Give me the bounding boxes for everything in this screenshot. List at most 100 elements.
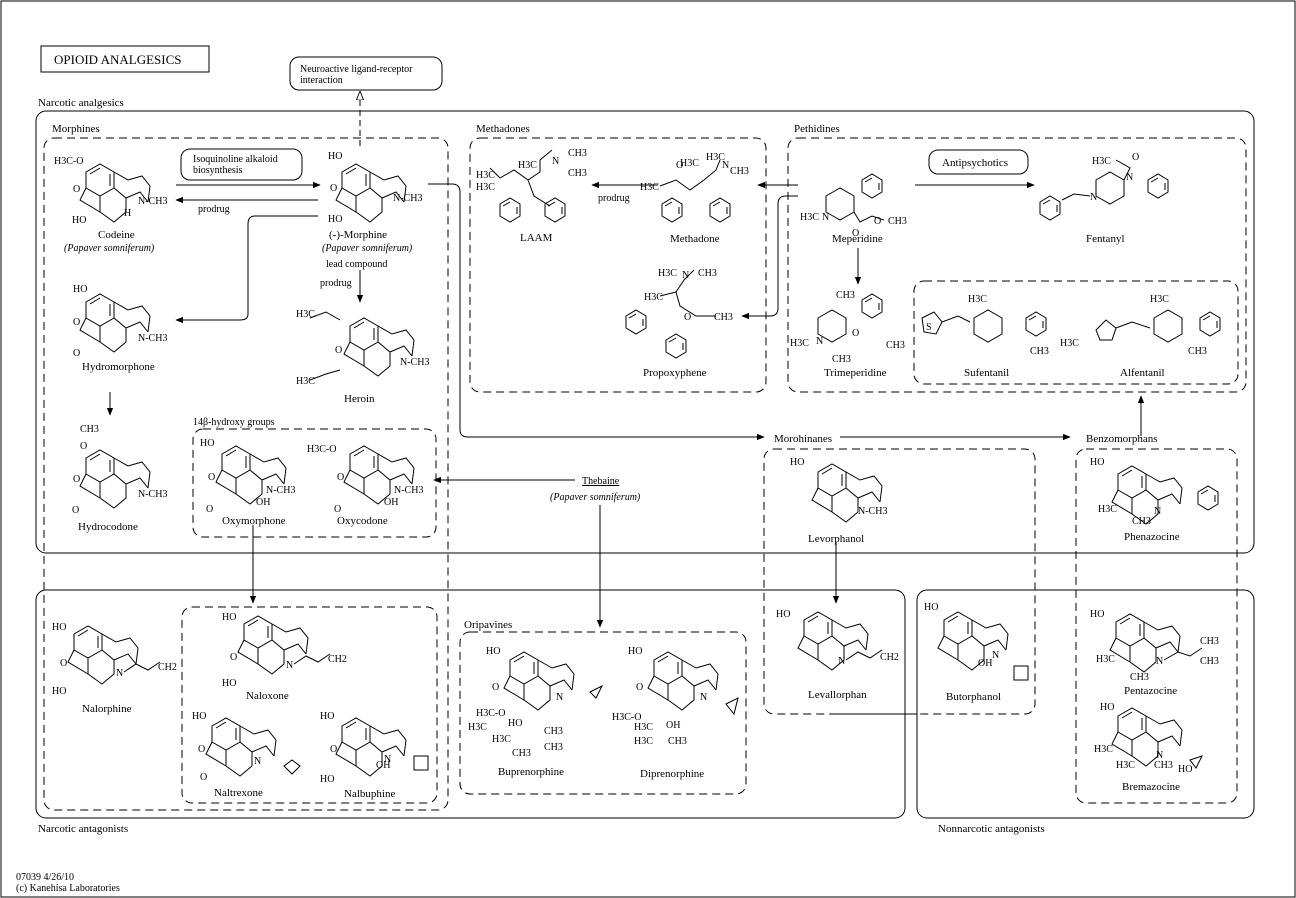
footer-copyright: (c) Kanehisa Laboratories bbox=[16, 883, 120, 894]
svg-text:HO: HO bbox=[320, 774, 334, 785]
svg-text:CH3: CH3 bbox=[714, 312, 733, 323]
svg-text:O: O bbox=[80, 441, 87, 452]
svg-text:HO: HO bbox=[222, 678, 236, 689]
svg-text:O: O bbox=[335, 345, 342, 356]
svg-text:N: N bbox=[722, 160, 729, 171]
svg-text:O: O bbox=[852, 228, 859, 239]
svg-text:HO: HO bbox=[72, 215, 86, 226]
svg-text:Isoquinoline alkaloid: Isoquinoline alkaloid bbox=[193, 154, 278, 165]
compound-naloxone[interactable]: HO O HO N CH2 Naloxone bbox=[222, 612, 347, 702]
svg-text:N-CH3: N-CH3 bbox=[138, 196, 167, 207]
compound-pentazocine[interactable]: HO H3C CH3 N CH3 CH3 Pentazocine bbox=[1090, 609, 1219, 697]
pethidines-frame bbox=[787, 137, 1247, 393]
compound-butorphanol[interactable]: HO OH N Butorphanol bbox=[924, 602, 1029, 703]
compound-levorphanol[interactable]: HO N-CH3 Levorphanol bbox=[790, 457, 887, 545]
compound-thebaine[interactable]: Thebaine (Papaver somniferum) bbox=[550, 476, 641, 503]
map-antipsychotics[interactable]: Antipsychotics bbox=[928, 149, 1029, 175]
map-neuroactive-ligand-receptor[interactable]: Neuroactive ligand-receptor interaction bbox=[289, 56, 443, 91]
map-isoquinoline-alkaloid[interactable]: Isoquinoline alkaloid biosynthesis bbox=[180, 148, 303, 181]
compound-oxycodone[interactable]: H3C-O O O N-CH3 OH Oxycodone bbox=[307, 444, 423, 527]
svg-text:H3C: H3C bbox=[1150, 294, 1169, 305]
compound-naltrexone[interactable]: HO O O N Naltrexone bbox=[192, 711, 301, 799]
svg-text:H3C: H3C bbox=[492, 734, 511, 745]
compound-codeine[interactable]: H3C-O O HO N-CH3 H Codeine (Papaver somn… bbox=[54, 156, 167, 254]
svg-text:(-)-Morphine: (-)-Morphine bbox=[329, 229, 387, 241]
compound-bremazocine[interactable]: HO H3C H3C CH3 N HO Bremazocine bbox=[1094, 702, 1203, 793]
label-oripavines: Oripavines bbox=[464, 619, 512, 631]
compound-methadone[interactable]: H3C O H3C H3C N CH3 Methadone bbox=[640, 152, 749, 245]
compound-heroin[interactable]: H3C O H3C N-CH3 Heroin bbox=[296, 309, 429, 405]
compound-sufentanil[interactable]: S H3C CH3 Sufentanil bbox=[921, 294, 1049, 379]
hydroxy14-frame bbox=[192, 428, 437, 538]
compound-laam[interactable]: H3C H3C H3C N CH3 CH3 LAAM bbox=[476, 148, 587, 244]
svg-text:O: O bbox=[337, 472, 344, 483]
svg-text:O: O bbox=[60, 658, 67, 669]
compound-nalorphine[interactable]: HO O HO N CH2 Nalorphine bbox=[52, 622, 177, 715]
svg-text:OH: OH bbox=[376, 760, 390, 771]
compound-trimeperidine[interactable]: H3C N CH3 CH3 O CH3 Trimeperidine bbox=[790, 290, 905, 379]
compound-propoxyphene[interactable]: H3C N CH3 H3C O CH3 Propoxyphene bbox=[625, 268, 733, 379]
compound-diprenorphine[interactable]: HO O H3C-O H3C H3C CH3 OH N Diprenorphin… bbox=[612, 646, 739, 780]
svg-text:Trimeperidine: Trimeperidine bbox=[824, 367, 887, 379]
svg-text:O: O bbox=[206, 504, 213, 515]
svg-text:O: O bbox=[73, 474, 80, 485]
compound-meperidine[interactable]: H3C N O O CH3 Meperidine bbox=[800, 173, 907, 245]
svg-text:CH3: CH3 bbox=[544, 726, 563, 737]
svg-text:HO: HO bbox=[1090, 609, 1104, 620]
svg-text:HO: HO bbox=[628, 646, 642, 657]
morphinanes-frame bbox=[763, 448, 1036, 715]
svg-text:CH3: CH3 bbox=[1188, 346, 1207, 357]
svg-text:Codeine: Codeine bbox=[98, 229, 135, 241]
svg-text:Hydromorphone: Hydromorphone bbox=[82, 361, 155, 373]
svg-text:N-CH3: N-CH3 bbox=[138, 489, 167, 500]
compound-levallorphan[interactable]: HO N CH2 Levallorphan bbox=[776, 609, 899, 701]
svg-text:HO: HO bbox=[508, 718, 522, 729]
svg-text:Thebaine: Thebaine bbox=[582, 476, 620, 487]
svg-text:O: O bbox=[636, 682, 643, 693]
svg-text:Naltrexone: Naltrexone bbox=[214, 787, 263, 799]
svg-text:H3C: H3C bbox=[1060, 338, 1079, 349]
svg-text:Propoxyphene: Propoxyphene bbox=[643, 367, 707, 379]
compound-hydrocodone[interactable]: CH3 O O O N-CH3 Hydrocodone bbox=[72, 424, 167, 533]
svg-text:H3C: H3C bbox=[1098, 504, 1117, 515]
edge-prodrug-laam: prodrug bbox=[598, 193, 630, 204]
svg-text:N-CH3: N-CH3 bbox=[400, 357, 429, 368]
svg-text:N: N bbox=[552, 156, 559, 167]
label-14b-hydroxy: 14β-hydroxy groups bbox=[193, 417, 275, 428]
naloxone-group-frame bbox=[181, 606, 438, 804]
svg-text:N: N bbox=[1156, 750, 1163, 761]
svg-text:Bremazocine: Bremazocine bbox=[1122, 781, 1180, 793]
svg-text:HO: HO bbox=[328, 151, 342, 162]
label-nonnarcotic-antagonists: Nonnarcotic antagonists bbox=[938, 823, 1045, 835]
svg-text:HO: HO bbox=[776, 609, 790, 620]
svg-text:Methadone: Methadone bbox=[670, 233, 720, 245]
svg-text:OH: OH bbox=[978, 658, 992, 669]
svg-text:CH3: CH3 bbox=[544, 742, 563, 753]
svg-text:O: O bbox=[73, 317, 80, 328]
compound-oxymorphone[interactable]: HO O O N-CH3 OH Oxymorphone bbox=[200, 438, 295, 527]
compound-phenazocine[interactable]: HO H3C CH3 N Phenazocine bbox=[1090, 457, 1219, 543]
compound-alfentanil[interactable]: H3C H3C CH3 Alfentanil bbox=[1060, 294, 1221, 379]
compound-hydromorphone[interactable]: HO O O N-CH3 Hydromorphone bbox=[73, 284, 167, 373]
compound-morphine[interactable]: HO O HO N-CH3 (-)-Morphine (Papaver somn… bbox=[322, 151, 422, 254]
svg-text:N: N bbox=[1154, 506, 1161, 517]
svg-text:Antipsychotics: Antipsychotics bbox=[942, 157, 1008, 169]
fentanyl-analogs-frame bbox=[913, 280, 1239, 385]
svg-text:Levallorphan: Levallorphan bbox=[808, 689, 867, 701]
edge-prodrug-heroin: prodrug bbox=[320, 278, 352, 289]
svg-text:N: N bbox=[838, 656, 845, 667]
oripavines-frame bbox=[459, 631, 747, 795]
compound-fentanyl[interactable]: H3C O N N Fentanyl bbox=[1039, 152, 1169, 245]
svg-text:N-CH3: N-CH3 bbox=[138, 333, 167, 344]
svg-text:H3C: H3C bbox=[518, 160, 537, 171]
compound-nalbuphine[interactable]: HO O HO OH N Nalbuphine bbox=[320, 711, 429, 800]
svg-text:O: O bbox=[676, 160, 683, 171]
svg-text:Pentazocine: Pentazocine bbox=[1124, 685, 1177, 697]
compound-buprenorphine[interactable]: HO O H3C-O HO H3C H3C CH3 CH3 CH3 N Bupr… bbox=[468, 646, 604, 778]
svg-text:Nalorphine: Nalorphine bbox=[82, 703, 132, 715]
svg-text:H3C: H3C bbox=[476, 182, 495, 193]
svg-text:Neuroactive ligand-receptor: Neuroactive ligand-receptor bbox=[300, 64, 413, 75]
svg-text:LAAM: LAAM bbox=[520, 232, 553, 244]
svg-text:Diprenorphine: Diprenorphine bbox=[640, 768, 704, 780]
svg-text:H3C: H3C bbox=[1116, 760, 1135, 771]
